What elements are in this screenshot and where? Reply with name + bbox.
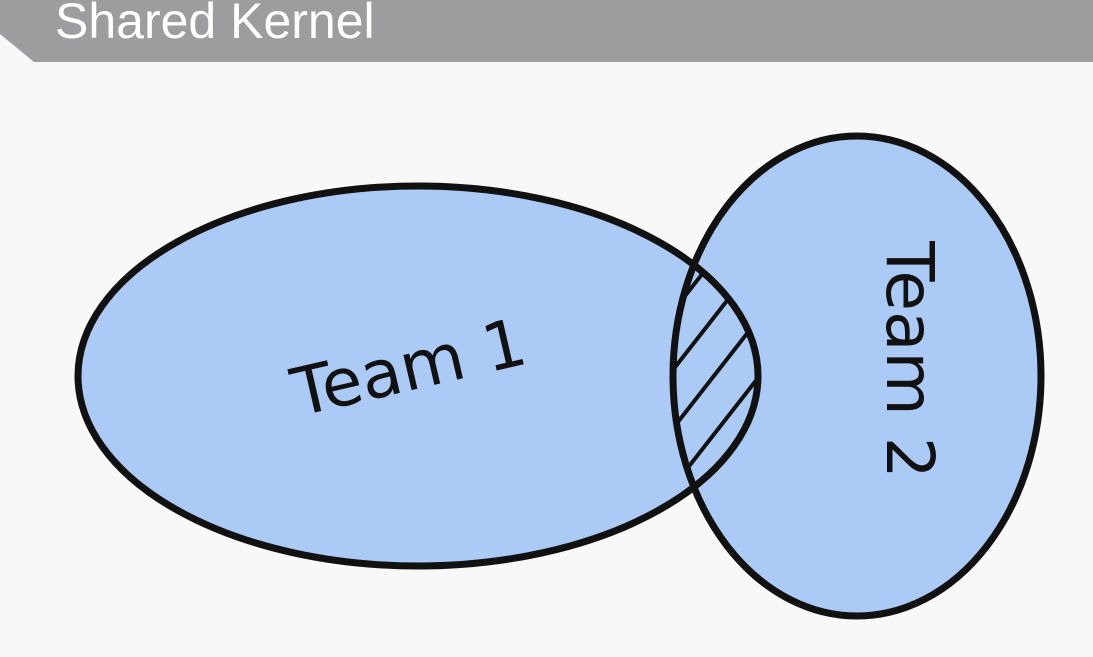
header-bar [0, 0, 1093, 62]
slide-title: Shared Kernel [55, 0, 375, 49]
team2-label: Team 2 [871, 240, 948, 478]
header-bar-shape [0, 0, 1093, 62]
shared-kernel-overlap [673, 182, 762, 570]
